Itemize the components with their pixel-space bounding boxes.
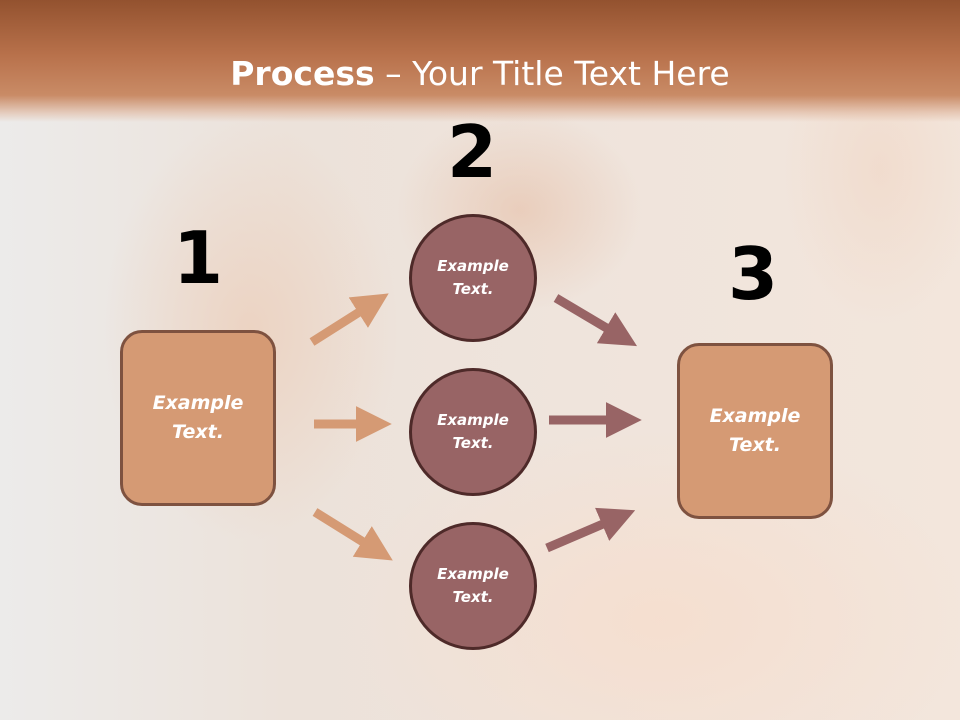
arrow-to-circle-top	[309, 293, 389, 346]
title-bar	[0, 0, 960, 122]
step-3-box: Example Text.	[677, 343, 833, 519]
arrow-to-circle-bottom	[312, 508, 393, 561]
circle-top-text: Example Text.	[437, 257, 509, 298]
arrow-from-circle-top	[553, 294, 638, 347]
step-1-box: Example Text.	[120, 330, 276, 506]
step-number-1: 1	[172, 216, 224, 300]
title-bold: Process	[230, 54, 375, 93]
circle-top: Example Text.	[409, 214, 537, 342]
arrow-from-circle-bottom	[545, 507, 636, 553]
slide-title: Process – Your Title Text Here	[0, 50, 960, 98]
step-number-2: 2	[446, 110, 498, 194]
circle-middle: Example Text.	[409, 368, 537, 496]
step-3-text: Example Text.	[709, 405, 801, 456]
circle-bottom-text: Example Text.	[437, 565, 509, 606]
step-1-text: Example Text.	[152, 392, 244, 443]
circle-middle-text: Example Text.	[437, 411, 509, 452]
circle-bottom: Example Text.	[409, 522, 537, 650]
title-rest: – Your Title Text Here	[374, 54, 730, 93]
step-number-3: 3	[727, 232, 779, 316]
